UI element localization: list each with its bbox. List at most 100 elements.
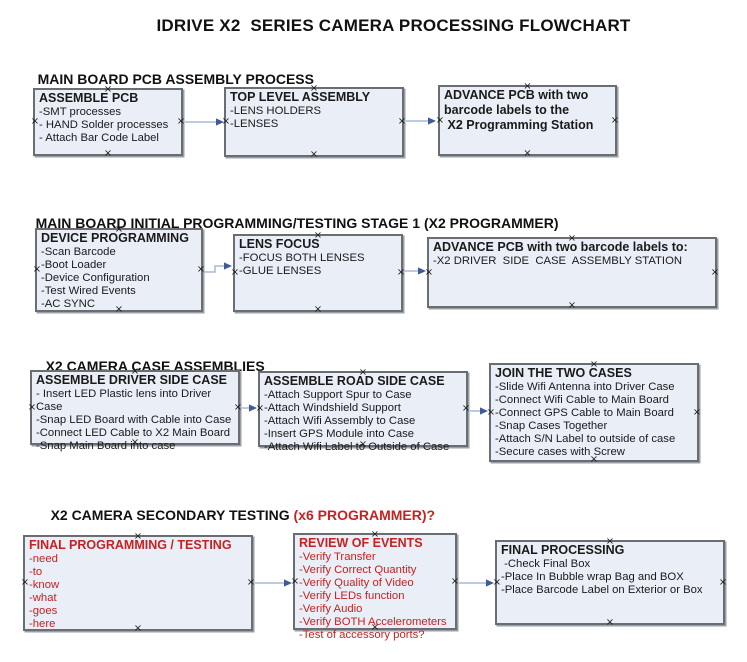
connection-point-icon: × (610, 114, 620, 126)
connection-point-icon: × (424, 266, 434, 278)
box-item: -what (29, 592, 57, 604)
box-title: TOP LEVEL ASSEMBLY (230, 90, 371, 104)
section-heading-text: X2 CAMERA SECONDARY TESTING (50, 507, 294, 523)
arrow-row1-box2-box3 (406, 117, 436, 125)
box-item: -GLUE LENSES (239, 265, 322, 277)
flow-box-advance-pcb-programming-station[interactable]: ADVANCE PCB with two barcode labels to t… (435, 82, 620, 159)
flow-box-device-programming[interactable]: DEVICE PROGRAMMING -Scan Barcode -Boot L… (33, 225, 206, 315)
box-item: -Secure cases with Screw (495, 446, 625, 458)
box-item: -know (29, 579, 60, 591)
flow-box-join-the-two-cases[interactable]: JOIN THE TWO CASES -Slide Wifi Antenna i… (486, 360, 702, 465)
connection-point-icon: × (309, 149, 319, 160)
connection-point-icon: × (230, 267, 240, 278)
connection-point-icon: × (20, 577, 30, 588)
box-item: -goes (29, 605, 58, 617)
box-item: -Verify LEDs function (299, 590, 405, 602)
box-item: -Connect Wifi Cable to Main Board (495, 394, 669, 406)
box-title: FINAL PROCESSING (501, 543, 625, 557)
box-item: -Slide Wifi Antenna into Driver Case (495, 381, 675, 393)
flow-box-assemble-road-side-case[interactable]: ASSEMBLE ROAD SIDE CASE -Attach Support … (255, 368, 471, 454)
box-item: -X2 DRIVER SIDE CASE ASSEMBLY STATION (433, 255, 683, 267)
connection-point-icon: × (397, 116, 407, 127)
box-item: -Scan Barcode (41, 246, 116, 258)
box-item: -SMT processes (39, 106, 122, 118)
connection-point-icon: × (30, 116, 40, 127)
connection-point-icon: × (435, 114, 445, 126)
flow-box-lens-focus[interactable]: LENS FOCUS -FOCUS BOTH LENSES -GLUE LENS… (230, 231, 406, 315)
box-item: - HAND Solder processes (39, 119, 169, 131)
box-item: -Attach Support Spur to Case (264, 389, 412, 401)
box-item: -AC SYNC (41, 298, 95, 310)
box-item: -LENS HOLDERS (230, 105, 322, 117)
box-item: -Verify Correct Quantity (299, 564, 417, 576)
connection-point-icon: × (486, 406, 496, 418)
connection-point-icon: × (523, 148, 532, 159)
box-item: -Attach Wifi Label to Outside of Case (264, 441, 450, 453)
connection-point-icon: × (290, 575, 300, 587)
connection-point-icon: × (718, 576, 728, 588)
section-heading-pcb-assembly: MAIN BOARD PCB ASSEMBLY PROCESS (22, 55, 314, 103)
box-item: -Connect LED Cable to X2 Main Board (36, 427, 231, 439)
box-title: ASSEMBLE ROAD SIDE CASE (264, 374, 445, 388)
box-title: JOIN THE TWO CASES (495, 366, 632, 380)
connection-point-icon: × (103, 148, 113, 159)
box-item: -Attach Windshield Support (264, 402, 401, 414)
box-title: ADVANCE PCB with two barcode labels to t… (444, 88, 594, 132)
box-title: ASSEMBLE PCB (39, 91, 139, 105)
page-title: IDRIVE X2 SERIES CAMERA PROCESSING FLOWC… (156, 16, 631, 35)
arrow-row4-box1-box2 (255, 579, 292, 587)
connection-point-icon: × (710, 266, 720, 278)
box-item: -Attach Wifi Assembly to Case (264, 415, 416, 427)
arrow-row3-box2-box3 (470, 407, 488, 415)
box-item: -Attach S/N Label to outside of case (495, 433, 676, 445)
connection-point-icon: × (396, 267, 406, 278)
connection-point-icon: × (196, 264, 206, 275)
box-item: -Snap LED Board with Cable into Case (36, 414, 232, 426)
box-item: -Place Barcode Label on Exterior or Box (501, 584, 703, 596)
flow-box-assemble-driver-side-case[interactable]: ASSEMBLE DRIVER SIDE CASE - Insert LED P… (27, 367, 242, 453)
box-title: DEVICE PROGRAMMING (41, 231, 189, 245)
connection-point-icon: × (246, 577, 256, 588)
box-item: - Insert LED Plastic lens into Driver Ca… (36, 388, 215, 413)
box-item: -FOCUS BOTH LENSES (239, 252, 365, 264)
box-item: -to (29, 566, 43, 578)
connection-point-icon: × (313, 304, 323, 315)
box-item: -Test of accessory ports? (299, 629, 425, 641)
box-item: - Attach Bar Code Label (39, 132, 159, 144)
box-item: -Place In Bubble wrap Bag and BOX (501, 571, 684, 583)
box-title: ADVANCE PCB with two barcode labels to: (433, 240, 688, 254)
box-item: -Verify BOTH Accelerometers (299, 616, 447, 628)
flow-box-review-of-events[interactable]: REVIEW OF EVENTS -Verify Transfer -Verif… (290, 530, 460, 642)
box-item: -Test Wired Events (41, 285, 136, 297)
connection-point-icon: × (255, 403, 265, 414)
box-item: -Snap Main Board into case (36, 440, 176, 452)
box-item: -Verify Transfer (299, 551, 376, 563)
flow-box-assemble-pcb[interactable]: ASSEMBLE PCB -SMT processes - HAND Solde… (30, 85, 186, 159)
box-item: -Check Final Box (501, 558, 591, 570)
connection-point-icon: × (492, 576, 502, 588)
connection-point-icon: × (27, 401, 37, 413)
flow-box-advance-pcb-driver-side-station[interactable]: ADVANCE PCB with two barcode labels to: … (424, 234, 720, 311)
connection-point-icon: × (461, 403, 471, 414)
box-item: -Verify Audio (299, 603, 363, 615)
flow-box-final-processing[interactable]: FINAL PROCESSING -Check Final Box -Place… (492, 537, 728, 628)
section-heading-secondary-testing: X2 CAMERA SECONDARY TESTING (x6 PROGRAMM… (35, 491, 436, 539)
box-item: -here (29, 618, 56, 630)
arrow-row1-box1-box2 (185, 118, 224, 126)
connection-point-icon: × (605, 617, 615, 628)
connection-point-icon: × (692, 406, 702, 418)
box-item: -Device Configuration (41, 272, 150, 284)
box-item: -Connect GPS Cable to Main Board (495, 407, 674, 419)
arrow-row2-box1-box2 (204, 262, 232, 273)
connection-point-icon: × (450, 575, 460, 587)
flow-box-final-programming-testing[interactable]: FINAL PROGRAMMING / TESTING -need -to -k… (20, 532, 256, 634)
arrow-row2-box2-box3 (404, 267, 426, 275)
flow-box-top-level-assembly[interactable]: TOP LEVEL ASSEMBLY -LENS HOLDERS -LENSES… (222, 84, 407, 160)
arrow-row4-box2-box3 (459, 579, 494, 587)
section-heading-red-text: (x6 PROGRAMMER)? (293, 507, 436, 523)
connection-point-icon: × (176, 116, 186, 127)
box-title: FINAL PROGRAMMING / TESTING (29, 538, 232, 552)
box-item: -need (29, 553, 58, 565)
section-heading-text: MAIN BOARD INITIAL PROGRAMMING/TESTING S… (35, 215, 559, 231)
